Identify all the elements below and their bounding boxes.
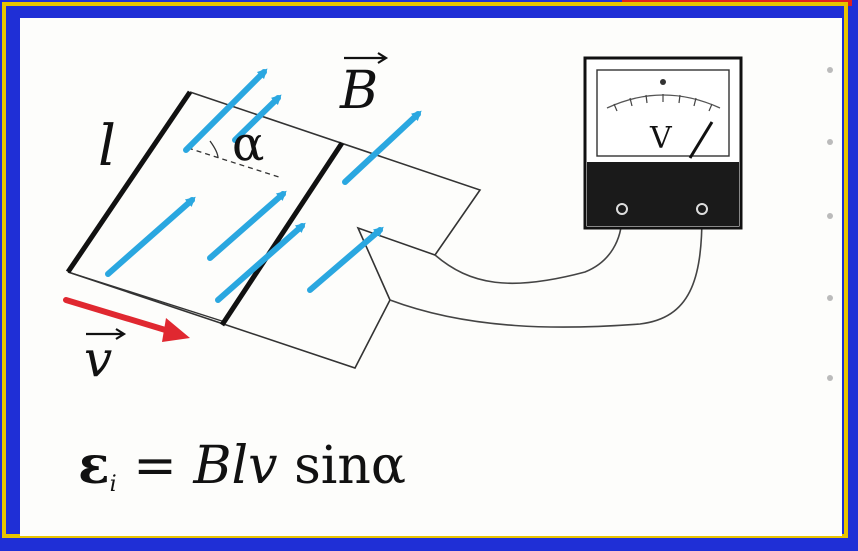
field-arrow [105, 196, 196, 277]
emf-subscript: i [109, 472, 117, 497]
emf-formula: εi = Blv sinα [78, 435, 406, 497]
terminal-left [616, 203, 628, 215]
field-arrow [207, 190, 287, 261]
meter-label: V [649, 121, 673, 156]
field-arrow [215, 222, 306, 303]
bullet-dots [827, 67, 833, 381]
field-arrow [183, 68, 268, 153]
product-term: Blv [193, 436, 278, 496]
label-angle: α [232, 116, 264, 172]
rod-moving [219, 141, 345, 327]
rod-left [65, 90, 193, 274]
field-arrow [232, 94, 282, 143]
terminal-right [696, 203, 708, 215]
rail-bottom-edge [67, 271, 226, 323]
voltmeter [583, 56, 743, 230]
label-field: B [339, 61, 378, 121]
trig-term: sinα [294, 436, 406, 496]
meter-needle [688, 121, 714, 159]
vector-arrow-v [86, 328, 127, 340]
field-arrow [307, 226, 384, 293]
angle-reference-line [187, 147, 283, 179]
label-length: l [98, 114, 116, 179]
wire-upper [434, 214, 623, 285]
velocity-arrow [63, 297, 175, 335]
wire-lower [389, 214, 703, 328]
gold-frame [2, 2, 848, 538]
vector-arrow-b [344, 52, 389, 64]
angle-arc [209, 140, 219, 159]
equals-sign: = [133, 436, 177, 496]
rail-outline [67, 91, 482, 369]
label-velocity: v [84, 330, 112, 388]
velocity-arrow-head [162, 318, 190, 342]
field-arrows [105, 68, 422, 303]
emf-symbol: ε [78, 435, 110, 496]
field-arrow [342, 110, 422, 185]
